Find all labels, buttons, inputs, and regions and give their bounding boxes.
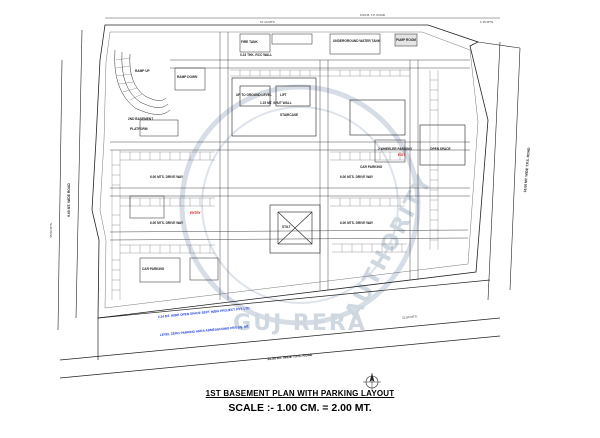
right-road (477, 41, 521, 301)
fire-tank-label: FIRE TANK (241, 40, 258, 44)
plot-boundary (91, 24, 489, 319)
pump-room-label: PUMP ROOM (396, 38, 416, 42)
car-parking-label-1: CAR PARKING (142, 267, 165, 271)
top-left-dim: 67.10 MTS. (260, 20, 276, 24)
driveway-label-2: 6.00 MTS. DRIVE WAY (340, 175, 374, 179)
left-road (57, 29, 83, 331)
platform-label: PLATFORM (130, 127, 148, 131)
ramp-down-label: RAMP DOWN (177, 75, 198, 79)
driveway-label-4: 6.00 MTS. DRIVE WAY (340, 221, 374, 225)
exit-label: EXIT (398, 153, 405, 157)
entry-label: ENTRY (190, 211, 202, 215)
retaining-wall-label: 0.23 THK. RCC WALL (240, 53, 272, 57)
basement-label: 2ND BASEMENT (128, 117, 153, 121)
ramp-up-label: RAMP UP (135, 69, 151, 73)
central-core (231, 77, 466, 254)
top-center-dim: 6.00 M. T.P. ROAD (360, 13, 386, 17)
bottom-road-label: 24.00 MT. WIDE T.P.S. ROAD (267, 353, 313, 361)
driveway-label-3: 6.00 MTS. DRIVE WAY (150, 221, 184, 225)
right-road-label: 18.00 MT. WIDE T.P.S. ROAD (523, 147, 531, 193)
lift-label: LIFT (280, 93, 287, 97)
driveway-grid (109, 32, 470, 300)
top-dimensions: 6.00 M. T.P. ROAD 67.10 MTS. 1.15 MTS. (105, 13, 500, 24)
bottom-road (59, 279, 501, 379)
bottom-dimension: 32.80 MTS. (402, 314, 418, 319)
pump-room-fill (395, 34, 417, 46)
wall-label: 1.15 MT. SHUT WALL (260, 101, 292, 105)
left-dimension: 65.80 MTS. (49, 222, 53, 238)
car-parking-label-2: CAR PARKING (360, 165, 383, 169)
staircase-label: STAIRCASE (280, 113, 298, 117)
ramp-hatch (115, 57, 143, 101)
parking-bays (111, 69, 439, 300)
open-space-label: OPEN SPACE (430, 147, 451, 151)
drawing-scale: SCALE :- 1.00 CM. = 2.00 MT. (228, 402, 372, 414)
ramp-curve (114, 49, 171, 115)
drawing-title: 1ST BASEMENT PLAN WITH PARKING LAYOUT (205, 389, 395, 398)
driveway-label-1: 6.00 MTS. DRIVE WAY (150, 175, 184, 179)
up-to-ground-label: UP TO GROUND LEVEL (236, 93, 272, 97)
stilt-label: STILT (282, 225, 291, 229)
north-arrow-icon (363, 373, 381, 391)
left-road-label: 9.00 MT. WIDE ROAD (67, 183, 71, 217)
top-right-dim: 1.15 MTS. (480, 20, 494, 24)
water-tank-label: UNDERGROUND WATER TANK (333, 39, 381, 43)
two-wheeler-label: 2 WHEELER PARKING (378, 147, 412, 151)
room-blocks (129, 33, 418, 283)
watermark-text: GUJ RERA (233, 311, 367, 336)
